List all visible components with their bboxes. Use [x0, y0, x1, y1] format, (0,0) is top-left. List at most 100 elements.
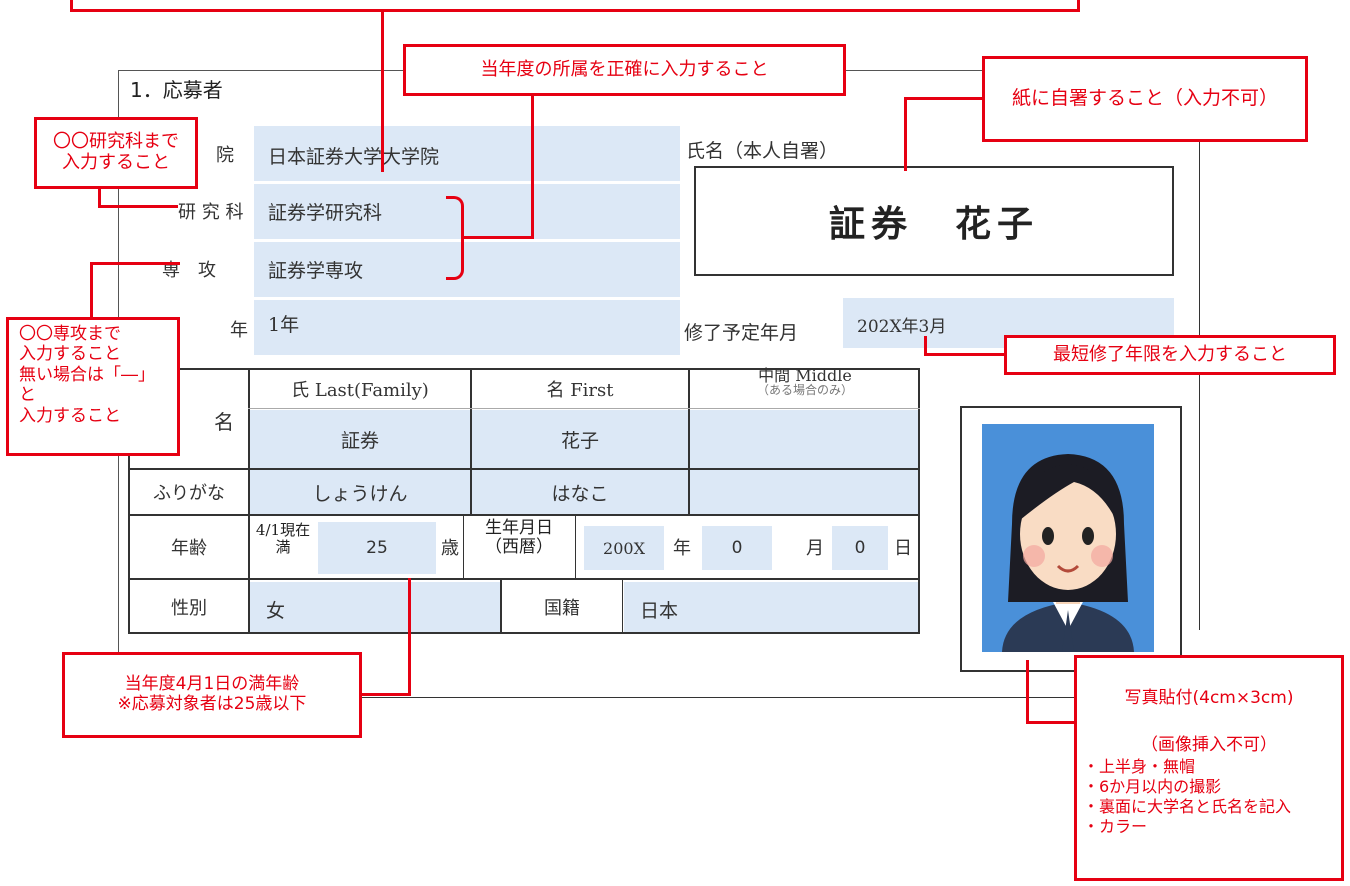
birth-day-unit: 日	[894, 538, 912, 559]
name-table	[128, 368, 920, 634]
year-field[interactable]: 1年	[254, 300, 680, 355]
birth-day-field[interactable]: 0	[832, 526, 888, 570]
last-name-field[interactable]: 証券	[250, 410, 470, 468]
photo-connector-v	[1026, 660, 1029, 724]
major-field[interactable]: 証券学専攻	[254, 242, 680, 297]
furigana-last-value: しょうけん	[312, 482, 408, 505]
major-note-line4: 入力すること	[19, 405, 121, 426]
school-note-line2: 入力すること	[62, 152, 170, 173]
furigana-middle-field[interactable]	[690, 470, 918, 514]
age-note-line2: ※応募対象者は25歳以下	[117, 694, 307, 714]
birth-year-value: 200X	[603, 538, 645, 558]
name-table-vline-2	[470, 368, 472, 515]
photo-note-line2: （画像挿入不可）	[1141, 735, 1277, 756]
university-value: 日本証券大学大学院	[268, 146, 440, 168]
age-unit: 歳	[441, 538, 459, 559]
school-connector-h	[98, 205, 178, 208]
name-table-hline-3	[128, 514, 920, 516]
age-value: 25	[366, 538, 388, 558]
col-last-header: 氏 Last(Family)	[291, 380, 429, 401]
first-name-value: 花子	[560, 429, 599, 452]
name-table-vline-3	[688, 368, 690, 515]
name-table-hline-4	[128, 578, 920, 580]
furigana-first-field[interactable]: はなこ	[472, 470, 688, 514]
furigana-label: ふりがな	[153, 483, 225, 504]
bracket-connector-h	[464, 236, 532, 239]
gender-divider	[500, 580, 502, 634]
birth-month-value: 0	[731, 538, 743, 558]
nationality-field[interactable]: 日本	[624, 582, 918, 632]
section-title: 1．応募者	[130, 78, 223, 102]
photo-area	[982, 424, 1154, 652]
gender-label: 性別	[171, 598, 207, 619]
top-annotation-connector	[381, 10, 384, 172]
major-label: 専 攻	[162, 260, 216, 281]
birth-label: 生年月日 （西暦）	[466, 519, 572, 556]
name-table-hline-2	[128, 468, 920, 470]
graduate-school-label: 研 究 科	[178, 202, 244, 223]
bracket-connector-v	[531, 90, 534, 239]
age-field[interactable]: 25	[318, 522, 436, 574]
age-connector-v	[408, 578, 411, 696]
gender-field[interactable]: 女	[250, 582, 500, 632]
nationality-label: 国籍	[544, 598, 580, 619]
university-field[interactable]: 日本証券大学大学院	[254, 126, 680, 181]
col-middle-title: 中間 Middle	[758, 366, 852, 385]
birth-month-field[interactable]: 0	[702, 526, 772, 570]
major-note-line1: 〇〇専攻まで	[19, 324, 121, 344]
birth-year-unit: 年	[673, 538, 691, 559]
gender-value: 女	[266, 600, 286, 622]
year-label: 年	[230, 320, 248, 341]
birth-label-line2: （西暦）	[485, 536, 553, 557]
age-divider-2	[575, 516, 576, 578]
name-table-vline-1	[248, 368, 250, 634]
birth-year-field[interactable]: 200X	[584, 526, 664, 570]
birth-month-unit: 月	[806, 538, 824, 559]
completion-value: 202X年3月	[857, 317, 947, 337]
birth-label-line1: 生年月日	[485, 518, 553, 538]
signature-value: 証券 花子	[828, 203, 1039, 245]
first-name-field[interactable]: 花子	[472, 410, 688, 468]
furigana-last-field[interactable]: しょうけん	[250, 470, 470, 514]
last-name-value: 証券	[340, 429, 379, 452]
major-connector-h	[90, 262, 180, 265]
person-photo-icon	[1002, 454, 1134, 652]
completion-connector-v	[924, 336, 927, 356]
signature-connector-v	[904, 97, 907, 171]
name-table-hline-1	[248, 408, 920, 409]
school-note-line1: 〇〇研究科まで	[53, 131, 179, 153]
photo-note-line4: ・6か月以内の撮影	[1083, 776, 1222, 796]
photo-note-line3: ・上半身・無帽	[1083, 756, 1196, 776]
birth-day-value: 0	[854, 538, 866, 558]
age-connector-h	[360, 693, 411, 696]
form-bottom-edge	[118, 697, 1078, 698]
major-note-line2: 入力すること	[19, 344, 121, 365]
age-note-line1: 当年度4月1日の満年齢	[124, 674, 300, 695]
graduate-school-value: 証券学研究科	[268, 202, 383, 224]
school-note: 〇〇研究科まで 入力すること	[34, 117, 198, 189]
photo-note-line5: ・裏面に大学名と氏名を記入	[1083, 796, 1292, 816]
top-annotation-box	[70, 0, 1080, 12]
major-note-line3: 無い場合は「―」と	[19, 364, 155, 406]
photo-note-line6: ・カラー	[1083, 816, 1148, 836]
school-major-bracket	[446, 196, 464, 280]
age-as-of: 4/1現在 満	[252, 522, 314, 555]
col-first-header: 名 First	[546, 380, 614, 401]
signature-box: 証券 花子	[694, 166, 1174, 276]
middle-name-field[interactable]	[690, 410, 918, 468]
nationality-value: 日本	[640, 600, 679, 622]
signature-label: 氏名（本人自署）	[686, 140, 839, 162]
graduate-school-field[interactable]: 証券学研究科	[254, 184, 680, 239]
affiliation-note: 当年度の所属を正確に入力すること	[403, 44, 846, 96]
age-as-of-line1: 4/1現在	[255, 521, 311, 539]
signature-connector-h	[906, 97, 984, 100]
year-value: 1年	[268, 314, 300, 336]
photo-connector-h	[1026, 721, 1076, 724]
school-connector-v	[98, 186, 101, 208]
completion-note: 最短修了年限を入力すること	[1004, 335, 1336, 375]
nationality-divider	[622, 580, 623, 634]
photo-note: 写真貼付(4cm×3cm) （画像挿入不可） ・上半身・無帽 ・6か月以内の撮影…	[1074, 655, 1344, 881]
photo-note-line1: 写真貼付(4cm×3cm)	[1124, 688, 1294, 708]
age-label: 年齢	[171, 538, 207, 559]
major-connector-v	[90, 262, 93, 318]
